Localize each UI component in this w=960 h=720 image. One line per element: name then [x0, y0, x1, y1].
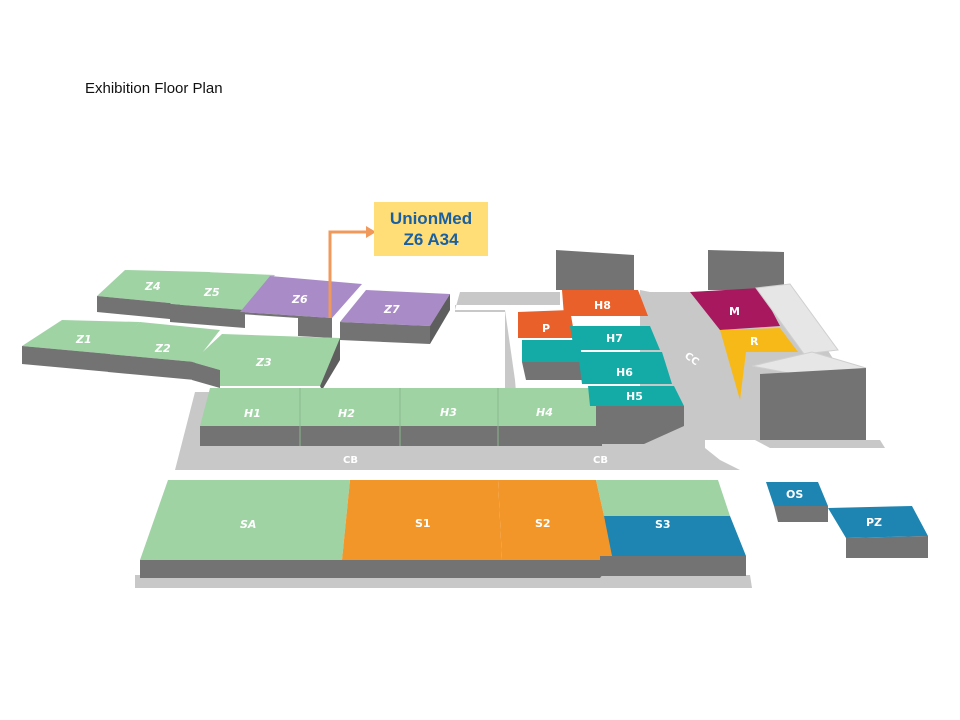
building-h1-h4[interactable] — [200, 388, 602, 446]
hall-label-s1: S1 — [415, 517, 431, 530]
road-south-strip — [135, 575, 752, 588]
hall-label-z2: Z2 — [154, 342, 171, 355]
building-z2[interactable] — [108, 322, 220, 380]
hall-label-z7: Z7 — [383, 303, 400, 316]
hall-label-h6: H6 — [616, 366, 633, 379]
building-z1[interactable] — [22, 320, 140, 372]
exhibitor-callout: UnionMed Z6 A34 — [374, 202, 488, 256]
building-h7-h5[interactable] — [570, 326, 684, 444]
road-label-cb-left: CB — [343, 455, 358, 466]
hall-label-p: P — [542, 322, 550, 335]
hall-label-sa: SA — [240, 518, 256, 531]
building-z3[interactable] — [192, 334, 340, 390]
building-m-r[interactable] — [690, 250, 867, 440]
hall-label-s3: S3 — [655, 518, 671, 531]
hall-label-pz: PZ — [866, 516, 882, 529]
building-s2[interactable] — [498, 480, 614, 578]
hall-label-z1: Z1 — [75, 333, 92, 346]
building-sa[interactable] — [140, 480, 350, 578]
hall-label-h5: H5 — [626, 390, 643, 403]
building-h8[interactable] — [556, 250, 648, 316]
building-pz[interactable] — [828, 506, 928, 558]
building-s1[interactable] — [342, 480, 502, 578]
callout-booth-number: Z6 A34 — [403, 230, 459, 249]
callout-exhibitor-name: UnionMed — [389, 209, 473, 228]
hall-label-z5: Z5 — [203, 286, 220, 299]
building-s3[interactable] — [596, 480, 746, 576]
hall-label-z6: Z6 — [291, 293, 308, 306]
hall-label-r: R — [750, 335, 759, 348]
building-os[interactable] — [766, 482, 828, 522]
building-z5[interactable] — [170, 272, 275, 328]
hall-label-h8: H8 — [594, 299, 611, 312]
road-label-cb-right: CB — [593, 455, 608, 466]
hall-label-h7: H7 — [606, 332, 623, 345]
hall-label-z4: Z4 — [144, 280, 161, 293]
hall-label-h2: H2 — [338, 407, 355, 420]
hall-label-z3: Z3 — [255, 356, 272, 369]
hall-label-h4: H4 — [536, 406, 553, 419]
hall-label-s2: S2 — [535, 517, 551, 530]
callout-arrow — [328, 226, 376, 318]
hall-label-os: OS — [786, 488, 803, 501]
hall-label-m: M — [729, 305, 740, 318]
hall-label-h3: H3 — [440, 406, 457, 419]
page-title: Exhibition Floor Plan — [85, 80, 223, 97]
building-z7[interactable] — [340, 290, 450, 344]
building-p[interactable] — [518, 310, 582, 380]
hall-label-h1: H1 — [244, 407, 261, 420]
